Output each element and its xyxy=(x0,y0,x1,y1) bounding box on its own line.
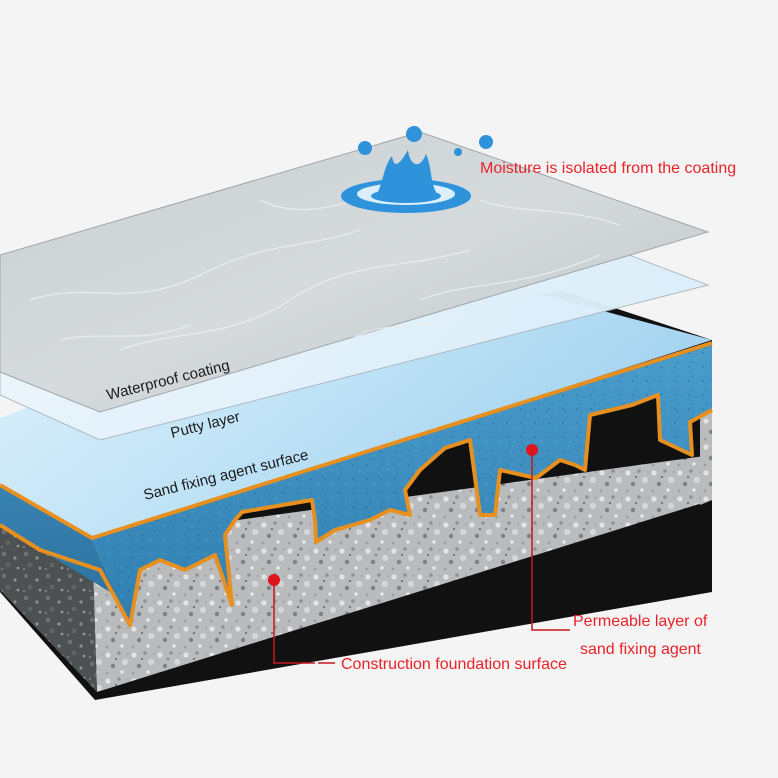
permeable-callout-line1: Permeable layer of xyxy=(573,613,708,630)
moisture-callout-label: Moisture is isolated from the coating xyxy=(480,160,736,177)
water-splash-icon xyxy=(341,126,493,213)
permeable-callout-leader xyxy=(526,444,570,631)
marble-veins xyxy=(29,189,621,351)
foundation-callout-leader xyxy=(268,574,335,664)
foundation-callout-label: Construction foundation surface xyxy=(341,656,567,673)
top-edge-line xyxy=(0,341,713,540)
permeable-speckle xyxy=(92,345,712,625)
sand-fixing-top-surface xyxy=(0,262,712,540)
permeable-callout-line2: sand fixing agent xyxy=(580,641,702,658)
foundation-front-face xyxy=(92,455,712,692)
penetration-line xyxy=(0,393,713,627)
